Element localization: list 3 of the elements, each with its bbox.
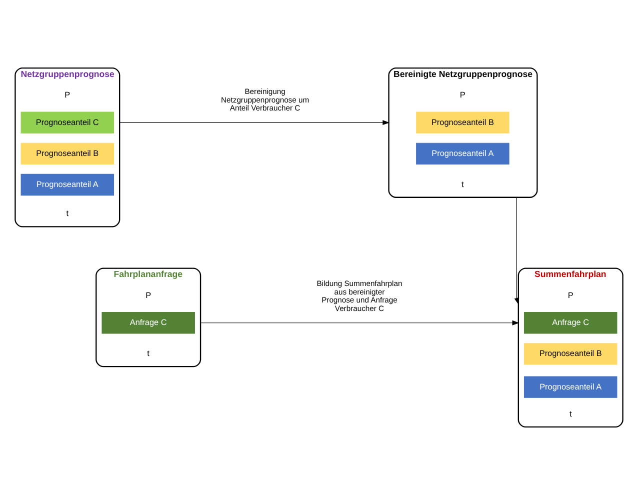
arrow [119,120,390,126]
arrow [200,320,520,326]
arrow [514,197,520,305]
